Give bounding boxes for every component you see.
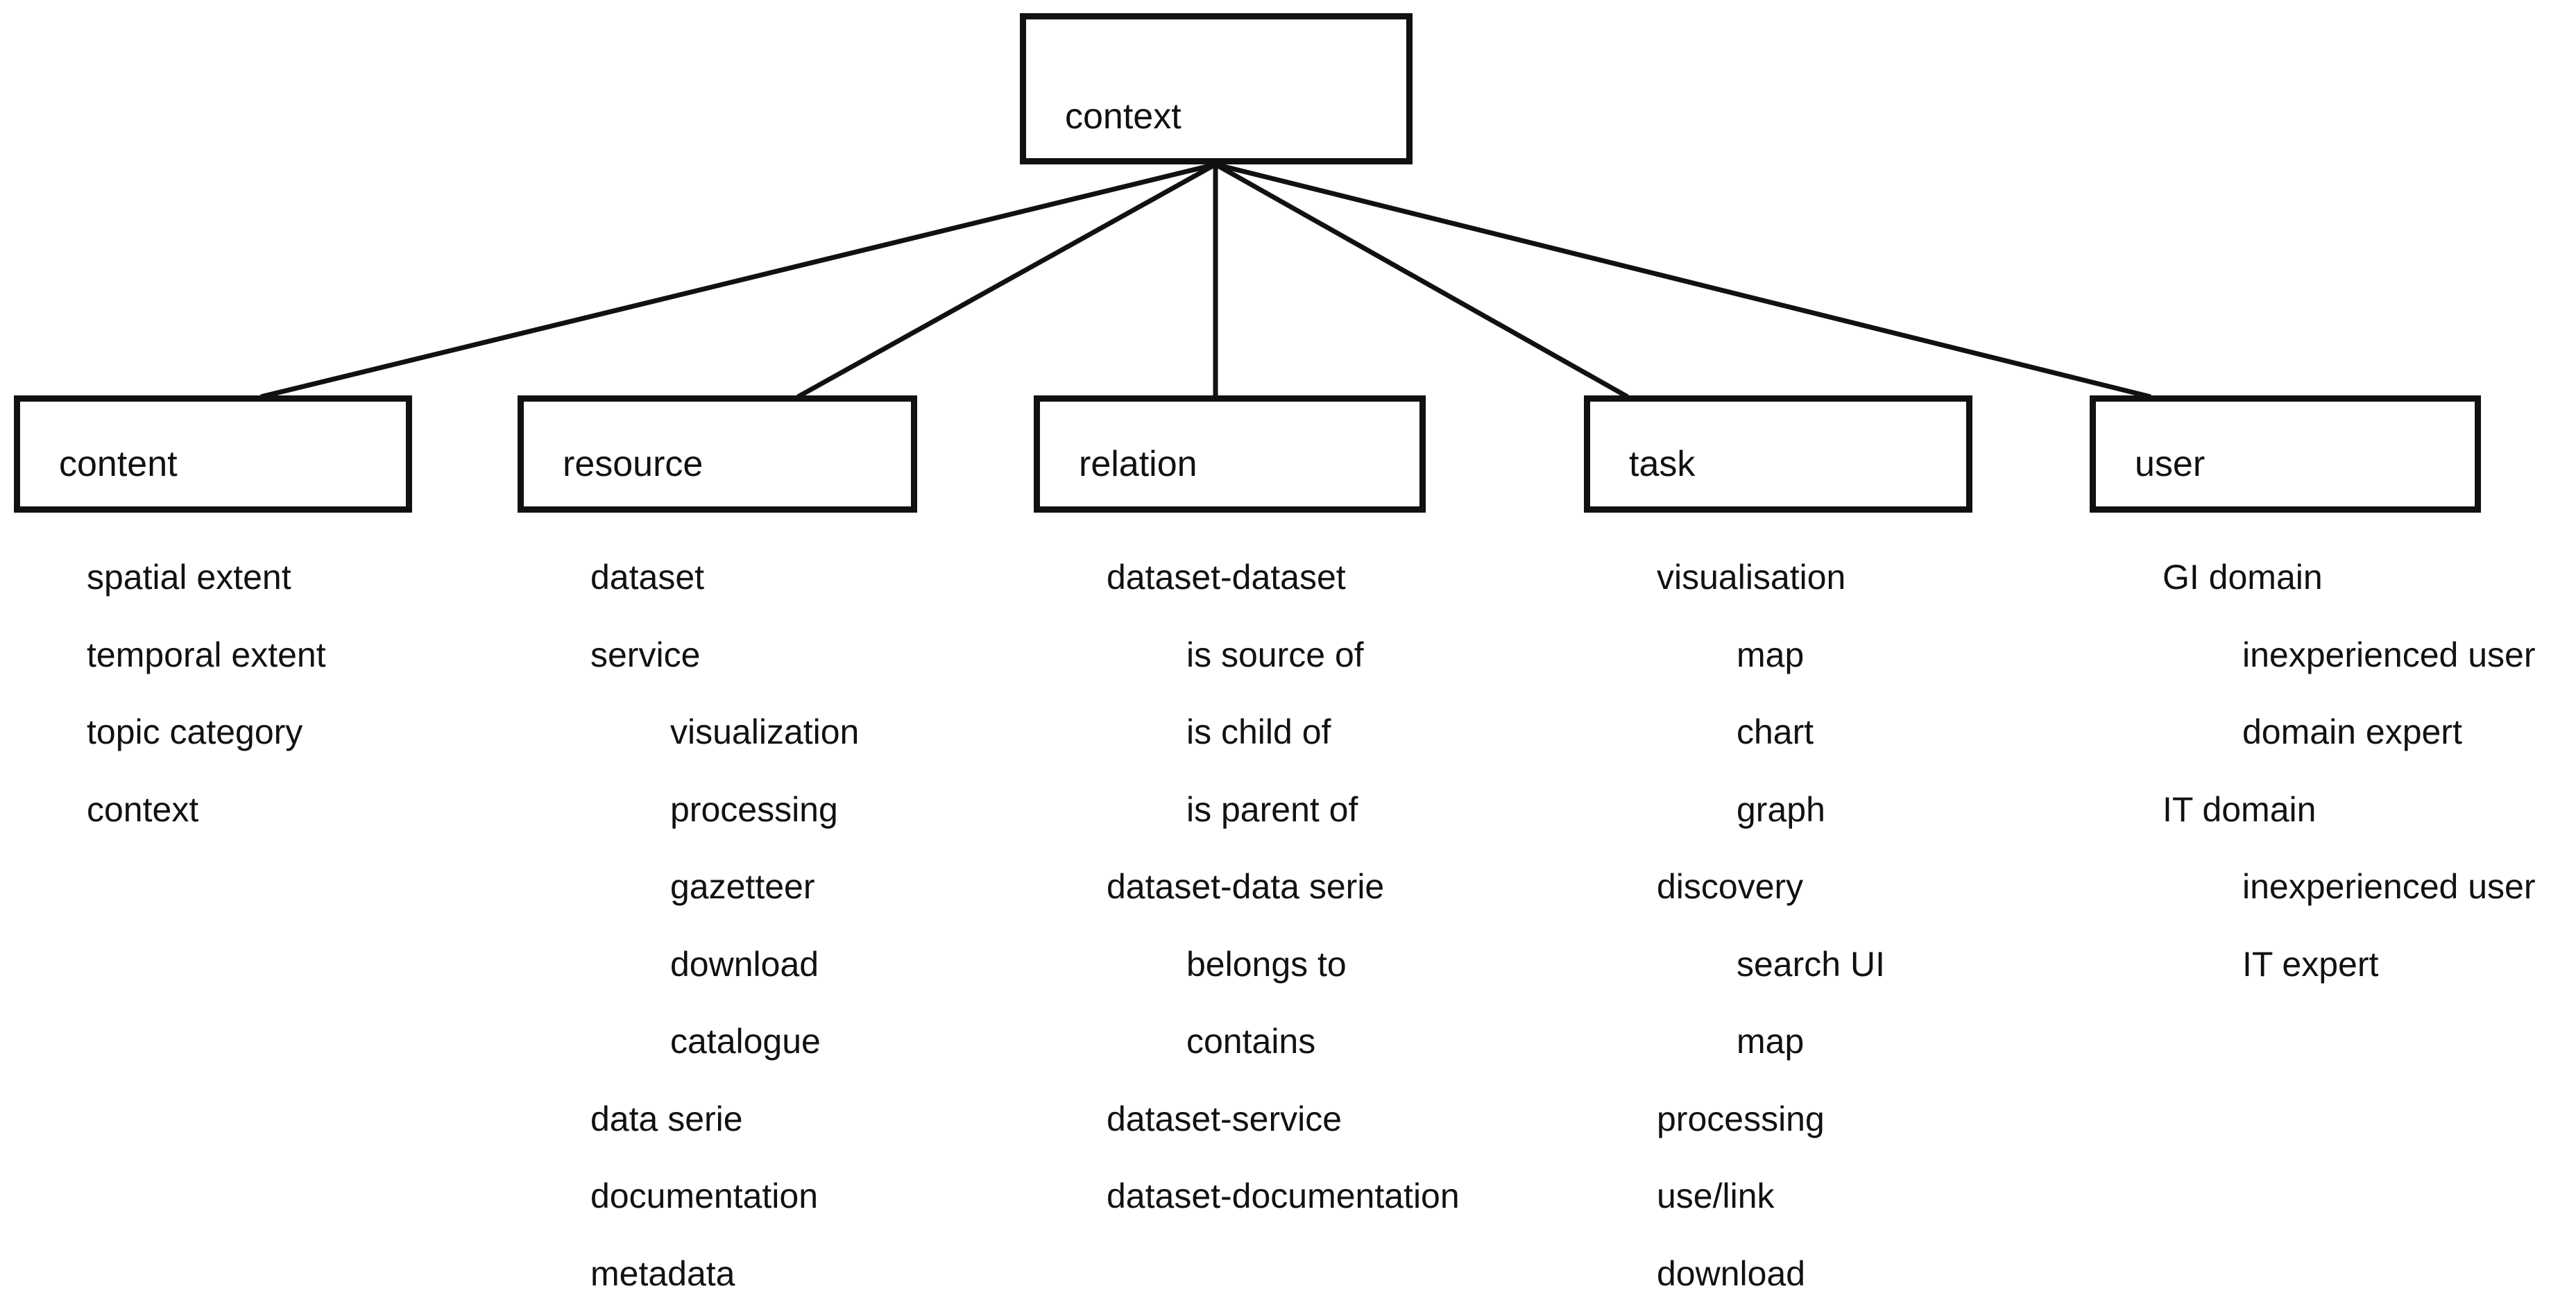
tree-item: topic category xyxy=(87,712,303,751)
node-box-relation: relation xyxy=(1034,395,1426,513)
node-box-resource: resource xyxy=(518,395,917,513)
tree-item: GI domain xyxy=(2163,558,2323,597)
tree-item: is child of xyxy=(1186,712,1331,751)
tree-item: download xyxy=(1657,1254,1806,1293)
tree-item: IT domain xyxy=(2163,790,2317,829)
node-label-relation: relation xyxy=(1079,443,1197,484)
tree-item: domain expert xyxy=(2242,712,2462,751)
tree-item: search UI xyxy=(1737,945,1885,984)
tree-item: map xyxy=(1737,1022,1805,1061)
tree-item: download xyxy=(670,945,819,984)
tree-item: inexperienced user xyxy=(2242,635,2536,674)
connector-context-task xyxy=(1214,162,1629,400)
node-label-user: user xyxy=(2135,443,2206,484)
tree-item: dataset-service xyxy=(1107,1100,1342,1138)
node-context-label: context xyxy=(1065,96,1182,137)
tree-item: gazetteer xyxy=(670,867,815,906)
tree-item: dataset-data serie xyxy=(1107,867,1385,906)
tree-item: spatial extent xyxy=(87,558,291,597)
tree-item: dataset xyxy=(590,558,705,597)
tree-item: dataset-dataset xyxy=(1107,558,1346,597)
tree-item: visualisation xyxy=(1657,558,1846,597)
tree-item: context xyxy=(87,790,199,829)
node-label-resource: resource xyxy=(563,443,703,484)
tree-item: data serie xyxy=(590,1100,743,1138)
tree-item: processing xyxy=(670,790,838,829)
tree-item: belongs to xyxy=(1186,945,1347,984)
connector-context-resource xyxy=(796,162,1217,400)
tree-item: discovery xyxy=(1657,867,1804,906)
tree-item: documentation xyxy=(590,1177,819,1215)
node-box-content: content xyxy=(14,395,412,513)
tree-item: map xyxy=(1737,635,1805,674)
tree-item: chart xyxy=(1737,712,1814,751)
tree-item: is source of xyxy=(1186,635,1364,674)
node-box-user: user xyxy=(2090,395,2481,513)
tree-item: contains xyxy=(1186,1022,1316,1061)
tree-item: use/link xyxy=(1657,1177,1775,1215)
node-box-task: task xyxy=(1584,395,1972,513)
connector-context-content xyxy=(260,162,1216,400)
tree-item: inexperienced user xyxy=(2242,867,2536,906)
node-context: context xyxy=(1020,13,1413,164)
tree-item: service xyxy=(590,635,701,674)
tree-item: catalogue xyxy=(670,1022,821,1061)
node-label-content: content xyxy=(59,443,178,484)
tree-item: is parent of xyxy=(1186,790,1358,829)
connector-context-user xyxy=(1215,162,2151,400)
node-label-task: task xyxy=(1629,443,1696,484)
tree-item: temporal extent xyxy=(87,635,326,674)
tree-item: visualization xyxy=(670,712,860,751)
tree-item: graph xyxy=(1737,790,1825,829)
tree-item: IT expert xyxy=(2242,945,2379,984)
tree-item: dataset-documentation xyxy=(1107,1177,1460,1215)
tree-item: processing xyxy=(1657,1100,1825,1138)
tree-item: metadata xyxy=(590,1254,735,1293)
